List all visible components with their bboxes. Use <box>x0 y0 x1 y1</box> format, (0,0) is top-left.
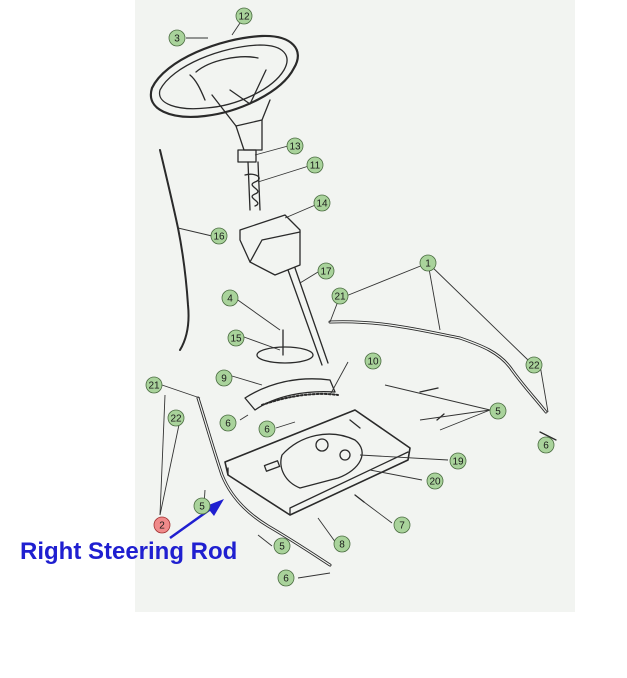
callout-number: 8 <box>339 540 345 551</box>
callout-number: 9 <box>221 374 227 385</box>
callout-circle <box>235 7 253 25</box>
callout-10: 10 <box>364 352 382 370</box>
callout-circle <box>273 537 291 555</box>
plate-15 <box>256 346 314 364</box>
callout-number: 14 <box>316 199 328 210</box>
callout-22: 22 <box>525 356 543 374</box>
callout-4: 4 <box>221 289 239 307</box>
callout-circle <box>215 369 233 387</box>
callout-circle <box>537 436 555 454</box>
callout-2: 2 <box>153 516 171 534</box>
callout-7: 7 <box>393 516 411 534</box>
callout-3: 3 <box>168 29 186 47</box>
callout-20: 20 <box>426 472 444 490</box>
callout-6: 6 <box>277 569 295 587</box>
callout-circle <box>227 329 245 347</box>
callout-circle <box>306 156 324 174</box>
drag-link <box>328 320 548 414</box>
callout-circle <box>221 289 239 307</box>
callout-circle <box>210 227 228 245</box>
callout-circle <box>168 29 186 47</box>
callout-circle <box>364 352 382 370</box>
callout-circle <box>219 414 237 432</box>
callout-13: 13 <box>286 137 304 155</box>
callout-circle <box>145 376 163 394</box>
callout-number: 2 <box>159 521 165 532</box>
callout-6: 6 <box>219 414 237 432</box>
callout-12: 12 <box>235 7 253 25</box>
callout-number: 21 <box>148 381 160 392</box>
callout-14: 14 <box>313 194 331 212</box>
callout-layer: 12 3 13 11 14 16 17 1 21 4 15 22 10 9 21 22 5 6 6 6 19 20 5 7 2 8… <box>145 7 555 587</box>
callout-circle <box>286 137 304 155</box>
callout-number: 6 <box>283 574 289 585</box>
callout-circle <box>449 452 467 470</box>
callout-17: 17 <box>317 262 335 280</box>
callout-circle <box>489 402 507 420</box>
callout-number: 11 <box>310 161 321 172</box>
callout-circle <box>426 472 444 490</box>
callout-number: 22 <box>170 414 182 425</box>
callout-number: 13 <box>289 142 301 153</box>
callout-number: 4 <box>227 294 233 305</box>
caption-label: Right Steering Rod <box>20 538 238 565</box>
rod-16 <box>159 149 190 351</box>
callout-circle <box>153 516 171 534</box>
callout-circle <box>419 254 437 272</box>
callout-number: 5 <box>279 542 285 553</box>
callout-5: 5 <box>489 402 507 420</box>
callout-21: 21 <box>145 376 163 394</box>
callout-circle <box>313 194 331 212</box>
callout-circle <box>277 569 295 587</box>
callout-number: 21 <box>334 292 346 303</box>
callout-number: 16 <box>213 232 225 243</box>
callout-5: 5 <box>273 537 291 555</box>
callout-number: 6 <box>543 441 549 452</box>
callout-number: 5 <box>495 407 501 418</box>
callout-9: 9 <box>215 369 233 387</box>
callout-number: 5 <box>199 502 205 513</box>
callout-number: 7 <box>399 521 405 532</box>
steering-wheel <box>149 34 299 163</box>
callout-number: 3 <box>174 34 180 45</box>
callout-circle <box>333 535 351 553</box>
callout-number: 6 <box>225 419 231 430</box>
callout-number: 12 <box>238 12 250 23</box>
steering-column <box>239 161 329 366</box>
callout-6: 6 <box>537 436 555 454</box>
callout-circle <box>331 287 349 305</box>
callout-number: 22 <box>528 361 540 372</box>
callout-8: 8 <box>333 535 351 553</box>
callout-11: 11 <box>306 156 324 174</box>
callout-number: 20 <box>429 477 441 488</box>
callout-circle <box>193 497 211 515</box>
callout-number: 1 <box>425 259 431 270</box>
callout-number: 6 <box>264 425 270 436</box>
callout-circle <box>258 420 276 438</box>
callout-1: 1 <box>419 254 437 272</box>
callout-22: 22 <box>167 409 185 427</box>
callout-number: 15 <box>230 334 242 345</box>
callout-number: 10 <box>367 357 379 368</box>
callout-16: 16 <box>210 227 228 245</box>
callout-number: 19 <box>452 457 464 468</box>
callout-number: 17 <box>320 267 332 278</box>
callout-19: 19 <box>449 452 467 470</box>
callout-circle <box>167 409 185 427</box>
callout-circle <box>393 516 411 534</box>
base-plate <box>224 409 411 516</box>
callout-5: 5 <box>193 497 211 515</box>
callout-circle <box>525 356 543 374</box>
callout-21: 21 <box>331 287 349 305</box>
callout-15: 15 <box>227 329 245 347</box>
callout-circle <box>317 262 335 280</box>
callout-6: 6 <box>258 420 276 438</box>
leader-lines <box>159 16 553 579</box>
